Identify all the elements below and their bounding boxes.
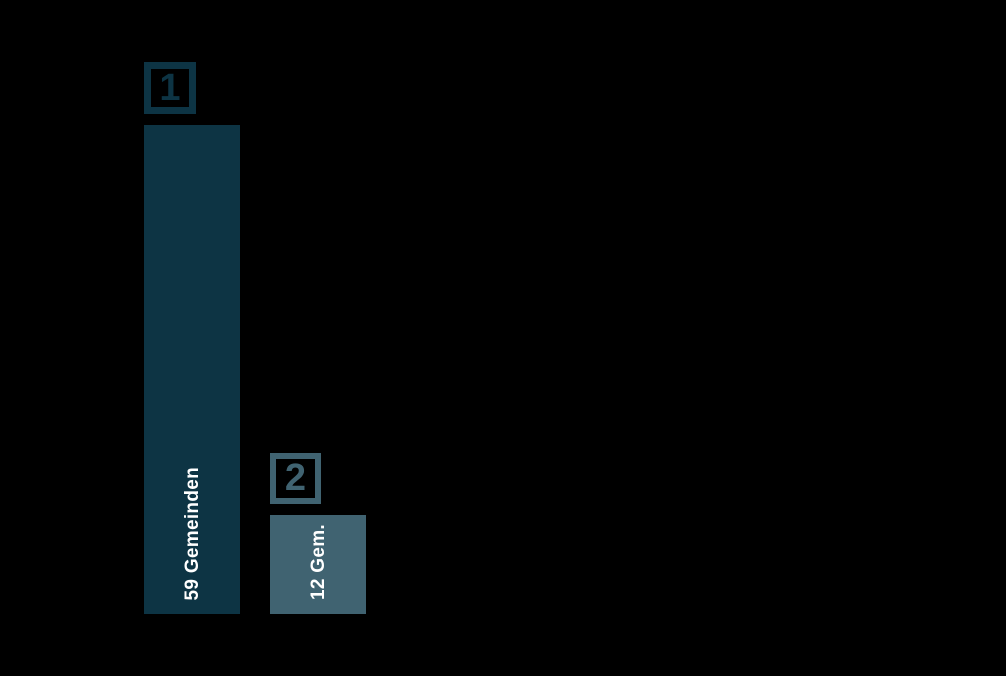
bar-59-gemeinden-label: 59 Gemeinden [181,466,203,600]
rank-2-badge: 2 [270,453,321,504]
rank-1-badge: 1 [144,62,196,114]
rank-2-badge-number: 2 [284,457,307,500]
bar-12-gemeinden-label: 12 Gem. [307,523,329,600]
bar-59-gemeinden: 59 Gemeinden [144,125,240,614]
bar-12-gemeinden: 12 Gem. [270,515,366,614]
rank-1-badge-number: 1 [159,66,181,109]
